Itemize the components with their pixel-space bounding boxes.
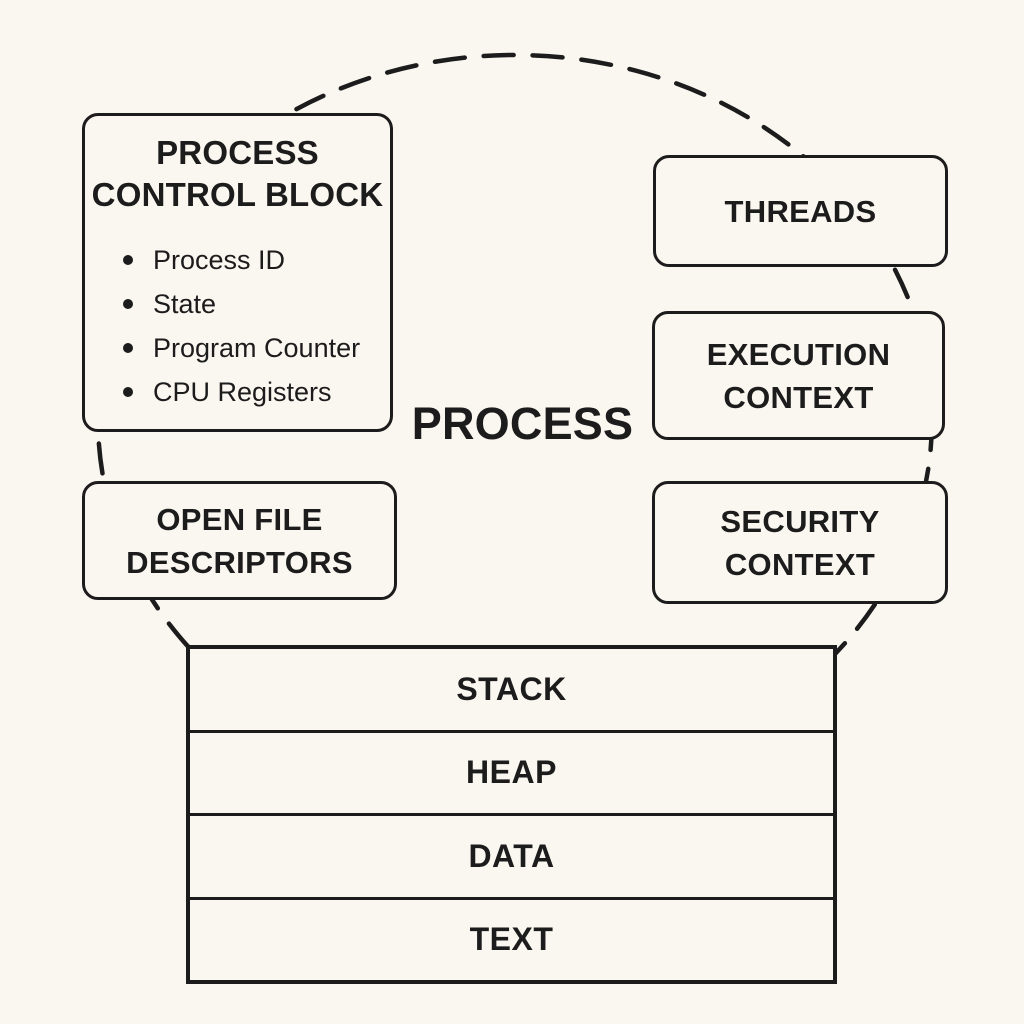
list-item-state: State <box>117 282 360 326</box>
execution-context-line1: EXECUTION <box>706 336 891 372</box>
pcb-title-line2: CONTROL BLOCK <box>91 176 384 213</box>
open-file-descriptors-label: OPEN FILE DESCRIPTORS <box>126 498 353 584</box>
list-item-program-counter: Program Counter <box>117 326 360 370</box>
pcb-title-line1: PROCESS <box>156 134 319 171</box>
open-file-descriptors-line2: DESCRIPTORS <box>126 544 353 580</box>
execution-context-box: EXECUTION CONTEXT <box>652 311 945 440</box>
threads-label: THREADS <box>724 193 877 229</box>
memory-segment-data: DATA <box>190 813 833 897</box>
memory-segment-stack: STACK <box>456 670 567 707</box>
security-context-line2: CONTEXT <box>724 546 876 582</box>
pcb-attributes-list: Process ID State Program Counter CPU Reg… <box>85 238 360 414</box>
open-file-descriptors-line1: OPEN FILE <box>156 501 323 537</box>
process-control-block-box: PROCESS CONTROL BLOCK Process ID State P… <box>82 113 393 432</box>
memory-segment-heap: HEAP <box>190 729 833 814</box>
security-context-box: SECURITY CONTEXT <box>652 481 948 604</box>
pcb-title: PROCESS CONTROL BLOCK <box>92 132 384 216</box>
execution-context-label: EXECUTION CONTEXT <box>707 333 891 419</box>
list-item-cpu-registers: CPU Registers <box>117 370 360 414</box>
memory-segment-text: TEXT <box>190 896 833 981</box>
process-center-label: PROCESS <box>411 398 634 449</box>
memory-layout-table: STACK HEAP DATA TEXT <box>186 645 837 984</box>
open-file-descriptors-box: OPEN FILE DESCRIPTORS <box>82 481 397 600</box>
threads-box: THREADS <box>653 155 948 267</box>
security-context-label: SECURITY CONTEXT <box>720 500 879 586</box>
execution-context-line2: CONTEXT <box>723 379 874 415</box>
list-item-process-id: Process ID <box>117 238 360 282</box>
security-context-line1: SECURITY <box>720 503 880 539</box>
